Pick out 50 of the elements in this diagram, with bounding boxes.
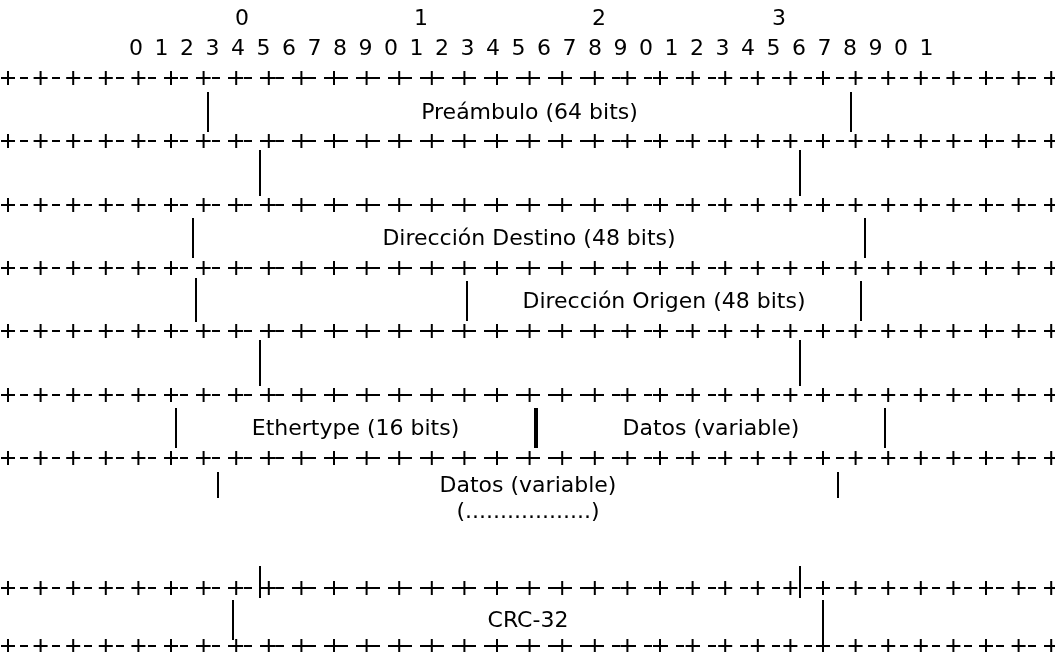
bit-ruler-number: 9 [358,36,373,60]
bit-ruler-number: 3 [460,36,475,60]
bit-ruler-number: 1 [409,36,424,60]
bit-ruler-number: 3 [715,36,730,60]
bit-ruler-number: 6 [792,36,806,60]
bit-ruler-tens: 3 [772,6,786,30]
bit-ruler-tens: 2 [592,6,606,30]
field-label: Datos (variable) [622,415,800,441]
bit-ruler-number: 0 [894,36,908,60]
bit-ruler-number: 0 [384,36,398,60]
packet-field [175,408,536,448]
bit-ruler-number: 8 [843,36,857,60]
field-label: Dirección Origen (48 bits) [522,288,806,314]
bit-ruler-number: 1 [919,36,934,60]
packet-field [466,281,862,321]
bit-ruler-number: 0 [129,36,143,60]
bit-ruler-number: 0 [639,36,653,60]
field-label: CRC-32 [487,607,569,633]
bit-ruler-number: 4 [486,36,500,60]
bit-ruler-number: 4 [231,36,245,60]
bit-ruler-number: 7 [307,36,322,60]
field-label: Ethertype (16 bits) [251,415,460,441]
field-label: Datos (variable) [439,472,617,498]
field-label: Dirección Destino (48 bits) [382,225,676,251]
bit-ruler-number: 2 [435,36,449,60]
field-label: (..................) [456,498,600,524]
bit-ruler-number: 4 [741,36,755,60]
bit-ruler-tens: 1 [414,6,428,30]
packet-field [192,218,866,258]
bit-ruler-number: 7 [562,36,577,60]
bit-ruler-number: 5 [256,36,271,60]
bit-ruler-number: 5 [766,36,781,60]
bit-ruler-number: 2 [690,36,704,60]
bit-ruler-number: 5 [511,36,526,60]
bit-ruler-number: 3 [205,36,220,60]
bit-ruler-number: 6 [282,36,296,60]
packet-field [536,408,886,448]
bit-ruler-number: 2 [180,36,194,60]
bit-ruler-tens: 0 [235,6,249,30]
bit-ruler-number: 7 [817,36,832,60]
packet-field [207,92,852,132]
bit-ruler-number: 9 [613,36,628,60]
bit-ruler-number: 1 [664,36,679,60]
packet-field [232,600,824,640]
bit-ruler-number: 1 [154,36,169,60]
bit-ruler-number: 6 [537,36,551,60]
bit-ruler-number: 9 [868,36,883,60]
bit-ruler-number: 8 [588,36,602,60]
bit-ruler-number: 8 [333,36,347,60]
field-label: Preámbulo (64 bits) [421,99,638,125]
